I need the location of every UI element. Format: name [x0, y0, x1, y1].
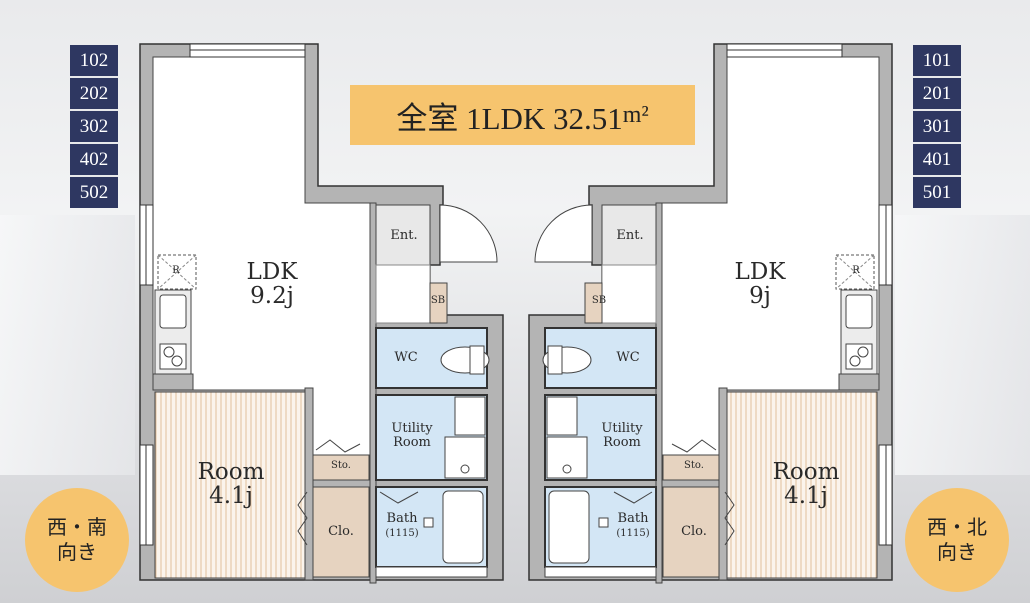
- sto-label: Sto.: [684, 460, 704, 471]
- unit-number: 501: [922, 182, 952, 203]
- right-orientation-badge: 西・北 向き: [905, 488, 1009, 592]
- clo-label: Clo.: [681, 524, 707, 539]
- orientation-text: 西・南: [47, 515, 107, 539]
- unit-number: 301: [913, 111, 961, 144]
- orientation-text: 向き: [937, 540, 977, 564]
- orientation-text: 向き: [57, 540, 97, 564]
- unit-number: 402: [70, 144, 118, 177]
- sb-label: SB: [591, 295, 607, 306]
- sto-label: Sto.: [331, 460, 351, 471]
- right-unit-numbers: 101 201 301 401 501: [913, 45, 961, 208]
- clo-label: Clo.: [328, 524, 354, 539]
- bath-label: Bath(1115): [385, 511, 419, 539]
- ent-label: Ent.: [390, 228, 418, 243]
- unit-number: 302: [70, 111, 118, 144]
- ent-label: Ent.: [616, 228, 644, 243]
- fridge-label: R: [172, 265, 180, 276]
- unit-number: 401: [913, 144, 961, 177]
- orientation-text: 西・北: [927, 515, 987, 539]
- unit-number: 101: [913, 45, 961, 78]
- background-window-right: [895, 215, 1030, 475]
- unit-number: 502: [79, 182, 109, 203]
- unit-number: 202: [70, 78, 118, 111]
- background-window-left: [0, 215, 135, 475]
- left-orientation-badge: 西・南 向き: [25, 488, 129, 592]
- left-unit-numbers: 102 202 302 402 502: [70, 45, 118, 208]
- fridge-label: R: [852, 265, 860, 276]
- bath-label: Bath(1115): [616, 511, 650, 539]
- wc-label: WC: [616, 350, 640, 365]
- sb-label: SB: [430, 295, 446, 306]
- unit-number: 201: [913, 78, 961, 111]
- wc-label: WC: [394, 350, 418, 365]
- unit-number: 102: [70, 45, 118, 78]
